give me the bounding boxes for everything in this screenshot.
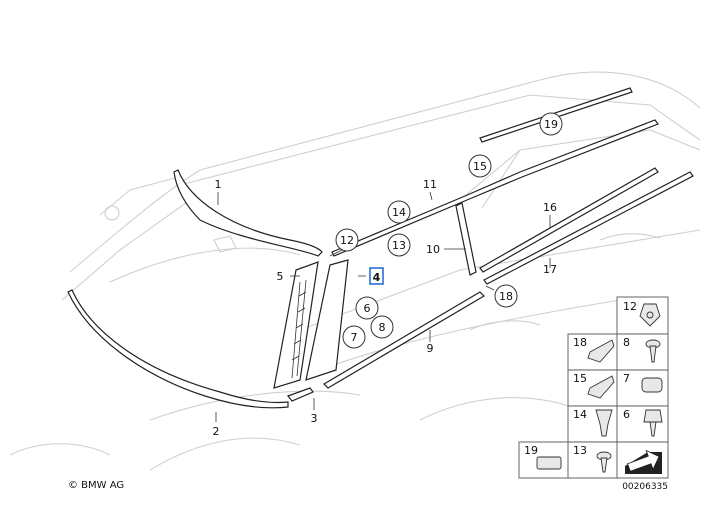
- callout-6: 6: [355, 296, 379, 320]
- parts-table: 12 18 8 15 7 14 6 19 13: [518, 296, 669, 479]
- windscreen-lower-moulding: [67, 289, 289, 409]
- label-17: 17: [543, 263, 557, 276]
- svg-text:13: 13: [392, 239, 406, 252]
- a-pillar-lower-trim: [287, 387, 314, 402]
- b-pillar-trim: [455, 202, 477, 276]
- svg-text:6: 6: [364, 302, 371, 315]
- svg-text:8: 8: [379, 321, 386, 334]
- callout-14: 14: [387, 200, 411, 224]
- clip-14-icon: [595, 409, 613, 437]
- clip-18-icon: [587, 339, 615, 363]
- callout-8: 8: [370, 315, 394, 339]
- rear-window-trim: [479, 167, 659, 273]
- callout-18: 18: [494, 284, 518, 308]
- svg-text:14: 14: [392, 206, 406, 219]
- callout-7: 7: [342, 325, 366, 349]
- label-4: 4: [373, 271, 381, 284]
- parts-tile-8: [616, 333, 669, 371]
- svg-text:7: 7: [351, 331, 358, 344]
- a-pillar-cover: [305, 259, 349, 381]
- callout-15: 15: [468, 154, 492, 178]
- callout-13: 13: [387, 233, 411, 257]
- label-3: 3: [311, 412, 318, 425]
- callout-19: 19: [539, 112, 563, 136]
- svg-text:13: 13: [573, 444, 587, 457]
- label-4-highlight: [369, 267, 384, 285]
- svg-text:18: 18: [499, 290, 513, 303]
- label-1: 1: [215, 178, 222, 191]
- label-16: 16: [543, 201, 557, 214]
- clip-12-icon: [639, 303, 661, 327]
- copyright-text: © BMW AG: [68, 480, 124, 491]
- a-pillar-trim: [273, 261, 319, 389]
- screw-6-icon: [643, 409, 663, 437]
- svg-text:19: 19: [544, 118, 558, 131]
- orientation-arrow-icon: [625, 449, 662, 474]
- roof-rail-trim: [331, 119, 659, 257]
- svg-text:12: 12: [340, 234, 354, 247]
- svg-text:14: 14: [573, 408, 587, 421]
- label-10: 10: [426, 243, 440, 256]
- callout-12: 12: [335, 228, 359, 252]
- parts-tile-13: [567, 441, 620, 479]
- car-body-outline: [9, 71, 701, 471]
- label-2: 2: [213, 425, 220, 438]
- svg-text:12: 12: [623, 300, 637, 313]
- svg-text:8: 8: [623, 336, 630, 349]
- svg-text:19: 19: [524, 444, 538, 457]
- rear-door-moulding: [483, 171, 694, 285]
- clip-15-icon: [587, 375, 615, 399]
- windscreen-upper-trim: [173, 169, 323, 257]
- label-5: 5: [277, 270, 284, 283]
- svg-text:15: 15: [473, 160, 487, 173]
- door-lower-moulding: [323, 291, 485, 389]
- drawing-number: 00206335: [622, 482, 668, 492]
- svg-text:18: 18: [573, 336, 587, 349]
- label-11: 11: [423, 178, 437, 191]
- svg-text:6: 6: [623, 408, 630, 421]
- svg-text:15: 15: [573, 372, 587, 385]
- pad-19-icon: [536, 456, 562, 470]
- screw-13-icon: [596, 451, 612, 473]
- grommet-7-icon: [641, 377, 663, 393]
- screw-8-icon: [645, 339, 661, 363]
- svg-text:7: 7: [623, 372, 630, 385]
- label-9: 9: [427, 342, 434, 355]
- leader-lines: [215, 191, 551, 422]
